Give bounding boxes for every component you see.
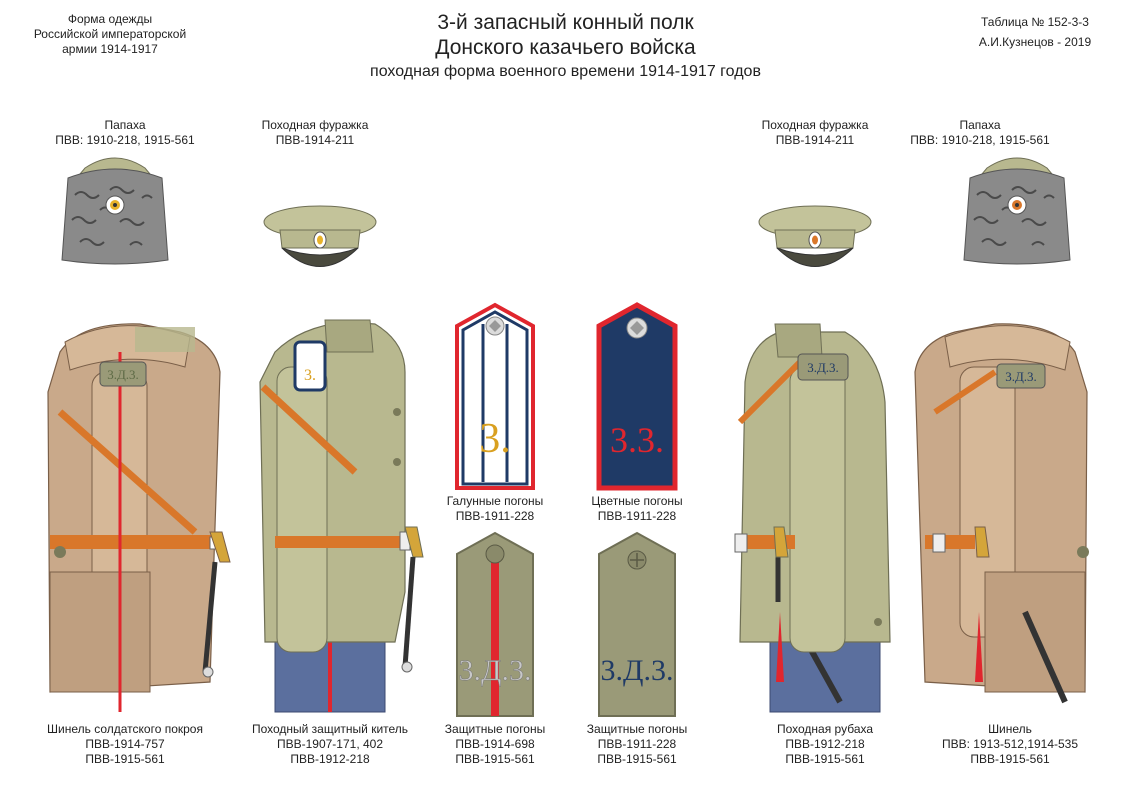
kitel-caption: Походный защитный китель ПВВ-1907-171, 4… (230, 722, 430, 767)
title-line-1: 3-й запасный конный полк (437, 11, 694, 34)
label-line: ПВВ-1911-228 (597, 737, 677, 751)
board-text: 3.Д.3. (459, 654, 532, 687)
cockade-icon (313, 231, 327, 249)
button-icon (393, 458, 401, 466)
label-line: ПВВ-1914-211 (275, 133, 355, 147)
papakha-left-label: Папаха ПВВ: 1910-218, 1915-561 (50, 118, 200, 148)
label-line: ПВВ: 1910-218, 1915-561 (910, 133, 1050, 147)
label-line: ПВВ-1915-561 (597, 752, 677, 766)
double-eagle-icon (485, 544, 505, 564)
label-line: ПВВ-1915-561 (455, 752, 535, 766)
greatcoat-left-figure: 3.Д.3. (47, 323, 231, 712)
label-line: ПВВ-1911-228 (455, 509, 535, 523)
colored-caption: Цветные погоны ПВВ-1911-228 (562, 494, 712, 524)
header-left-line: Форма одежды (67, 12, 153, 26)
label-line: Походный защитный китель (251, 722, 409, 736)
cap-right-label: Походная фуражка ПВВ-1914-211 (740, 118, 890, 148)
label-line: ПВВ-1912-218 (290, 752, 370, 766)
cockade-icon (808, 231, 822, 249)
button-icon (627, 550, 647, 570)
label-line: ПВВ-1915-561 (970, 752, 1050, 766)
table-number: Таблица № 152-3-3 (981, 15, 1089, 29)
rubakha-figure: 3.Д.3. (734, 323, 891, 713)
double-eagle-icon (626, 317, 648, 339)
label-line: ПВВ-1914-698 (455, 737, 535, 751)
label-line: Галунные погоны (446, 494, 544, 508)
label-line: ПВВ: 1910-218, 1915-561 (55, 133, 195, 147)
board-text: 3.Д.3. (807, 360, 839, 375)
shoulder-board: 3.Д.3. (99, 361, 147, 387)
label-line: Защитные погоны (586, 722, 688, 736)
shoulder-board: 3. (293, 340, 327, 392)
header-left-line: Российской императорской (33, 27, 187, 41)
label-line: Защитные погоны (444, 722, 546, 736)
greatcoat-left-caption: Шинель солдатского покроя ПВВ-1914-757 П… (30, 722, 220, 767)
button-icon (54, 546, 66, 558)
header-left: Форма одежды Российской императорской ар… (10, 12, 210, 57)
board-text: 3. (479, 416, 511, 462)
label-line: ПВВ-1912-218 (785, 737, 865, 751)
cap-left-label: Походная фуражка ПВВ-1914-211 (240, 118, 390, 148)
label-line: ПВВ: 1913-512,1914-535 (941, 737, 1079, 751)
cockade-icon (1007, 195, 1027, 215)
field1-caption: Защитные погоны ПВВ-1914-698 ПВВ-1915-56… (420, 722, 570, 767)
label-line: Папаха (104, 118, 146, 132)
label-line: ПВВ-1914-757 (85, 737, 165, 751)
label-line: ПВВ-1915-561 (785, 752, 865, 766)
header-left-line: армии 1914-1917 (62, 42, 158, 56)
galloon-shoulder-board: 3. (455, 302, 535, 490)
label-line: Походная фуражка (261, 118, 369, 132)
label-line: ПВВ-1915-561 (85, 752, 165, 766)
board-text: 3.Д.3. (601, 654, 674, 687)
papakha-left (61, 157, 169, 265)
shoulder-board: 3.Д.3. (996, 363, 1046, 389)
label-line: Походная рубаха (776, 722, 874, 736)
header-right: Таблица № 152-3-3 А.И.Кузнецов - 2019 (955, 12, 1115, 52)
label-line: Цветные погоны (591, 494, 683, 508)
label-line: Походная фуражка (761, 118, 869, 132)
label-line: Папаха (959, 118, 1001, 132)
cap-left (263, 205, 377, 267)
label-line: ПВВ-1914-211 (775, 133, 855, 147)
kitel-figure: 3. (259, 319, 424, 713)
button-icon (1077, 546, 1089, 558)
subtitle: походная форма военного времени 1914-191… (370, 63, 761, 80)
colored-shoulder-board: 3.3. (596, 302, 678, 491)
title-line-2: Донского казачьего войска (435, 36, 696, 59)
author: А.И.Кузнецов - 2019 (978, 35, 1092, 49)
shoulder-board: 3.Д.3. (797, 353, 849, 381)
label-line: ПВВ-1907-171, 402 (276, 737, 384, 751)
board-text: 3.Д.3. (107, 367, 139, 382)
label-line: Шинель (988, 722, 1032, 736)
title-block: 3-й запасный конный полк Донского казачь… (300, 10, 831, 82)
double-eagle-icon (485, 316, 505, 336)
board-text: 3. (304, 367, 316, 384)
board-text: 3.Д.3. (1005, 369, 1037, 384)
greatcoat-right-caption: Шинель ПВВ: 1913-512,1914-535 ПВВ-1915-5… (915, 722, 1105, 767)
galloon-caption: Галунные погоны ПВВ-1911-228 (420, 494, 570, 524)
field2-caption: Защитные погоны ПВВ-1911-228 ПВВ-1915-56… (562, 722, 712, 767)
rubakha-caption: Походная рубаха ПВВ-1912-218 ПВВ-1915-56… (745, 722, 905, 767)
papakha-right (963, 157, 1071, 265)
cap-right (758, 205, 872, 267)
button-icon (874, 618, 882, 626)
papakha-right-label: Папаха ПВВ: 1910-218, 1915-561 (905, 118, 1055, 148)
board-text: 3.3. (610, 420, 664, 460)
greatcoat-right-figure: 3.Д.3. (914, 323, 1089, 704)
label-line: ПВВ-1911-228 (597, 509, 677, 523)
button-icon (393, 408, 401, 416)
field-shoulder-board-2: 3.Д.3. (598, 531, 676, 717)
label-line: Шинель солдатского покроя (47, 722, 203, 736)
field-shoulder-board-1: 3.Д.3. (456, 531, 534, 717)
cockade-icon (105, 195, 125, 215)
